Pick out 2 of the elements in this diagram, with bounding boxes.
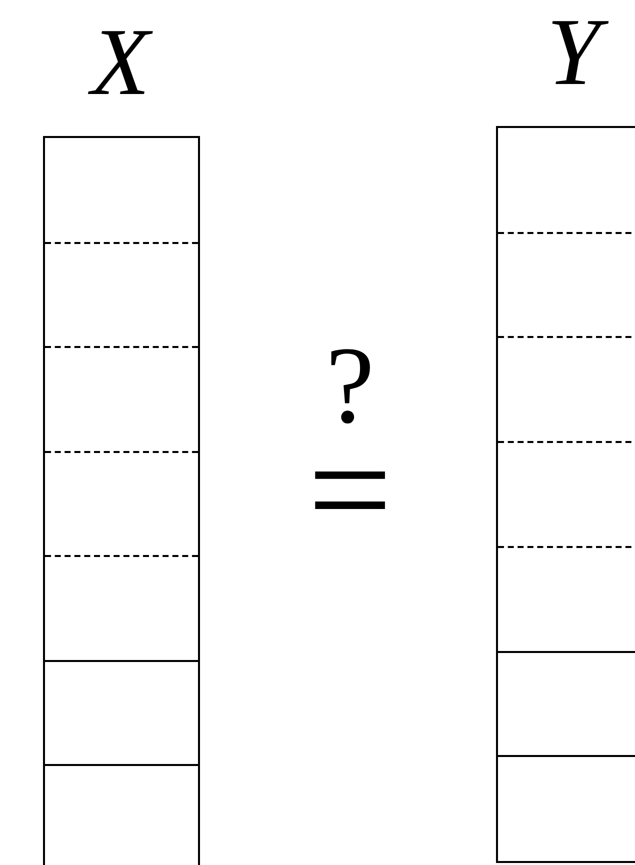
column-label: Y <box>496 4 635 100</box>
column-label: X <box>43 14 198 110</box>
